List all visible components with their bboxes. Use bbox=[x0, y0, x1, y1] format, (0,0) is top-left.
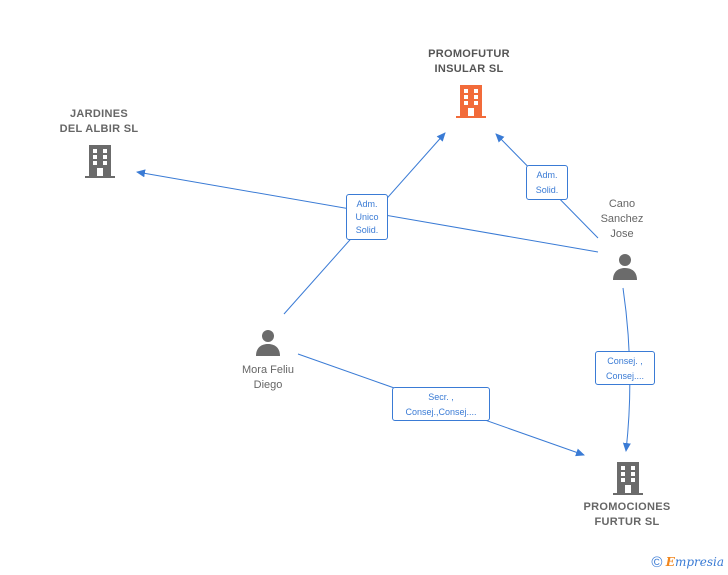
node-label-line: Jose bbox=[610, 228, 634, 240]
edge-label-line: Solid. bbox=[535, 185, 559, 195]
node-label-line: DEL ALBIR SL bbox=[59, 123, 139, 135]
edge-label-line: Unico bbox=[355, 212, 379, 222]
brand-e: E bbox=[665, 555, 675, 569]
edge-label-mora-promofutur[interactable]: Adm. Unico Solid. bbox=[346, 194, 388, 240]
building-icon[interactable] bbox=[84, 143, 116, 184]
node-label-line: JARDINES bbox=[69, 108, 129, 120]
node-label-line: Cano bbox=[608, 198, 636, 210]
edge-label-mora-promociones[interactable]: Secr. , Consej.,Consej.... bbox=[392, 387, 490, 421]
node-label-line: PROMOCIONES bbox=[583, 501, 671, 513]
edge-label-cano-promofutur[interactable]: Adm. Solid. bbox=[526, 165, 568, 200]
node-label-line: FURTUR SL bbox=[594, 516, 660, 528]
person-icon[interactable] bbox=[254, 328, 282, 361]
node-label-line: Mora Feliu bbox=[242, 364, 294, 376]
node-label-promofutur[interactable]: PROMOFUTUR INSULAR SL bbox=[408, 47, 530, 77]
node-label-line: Diego bbox=[253, 379, 283, 391]
building-icon[interactable] bbox=[455, 83, 487, 124]
edge-label-line: Consej.... bbox=[605, 371, 645, 381]
node-label-line: PROMOFUTUR bbox=[428, 48, 510, 60]
brand-name: mpresia bbox=[674, 555, 724, 569]
node-label-promociones[interactable]: PROMOCIONES FURTUR SL bbox=[566, 500, 688, 530]
node-label-cano[interactable]: Cano Sanchez Jose bbox=[580, 197, 664, 242]
edge-label-line: Adm. bbox=[536, 170, 558, 180]
node-label-line: Sanchez bbox=[600, 213, 644, 225]
person-icon[interactable] bbox=[611, 252, 639, 285]
edge-label-line: Solid. bbox=[355, 225, 379, 235]
brand-logo: © Empresia bbox=[651, 554, 724, 571]
edge-label-line: Consej. , bbox=[607, 356, 643, 366]
node-label-line: INSULAR SL bbox=[434, 63, 504, 75]
node-label-mora[interactable]: Mora Feliu Diego bbox=[220, 363, 316, 393]
edge-label-line: Consej.,Consej.... bbox=[405, 407, 477, 417]
edge-label-cano-promociones[interactable]: Consej. , Consej.... bbox=[595, 351, 655, 385]
building-icon[interactable] bbox=[612, 460, 644, 501]
edge-label-line: Secr. , bbox=[428, 392, 454, 402]
edge-label-line: Adm. bbox=[356, 199, 378, 209]
node-label-jardines[interactable]: JARDINES DEL ALBIR SL bbox=[38, 107, 160, 137]
copyright-icon: © bbox=[651, 554, 663, 571]
